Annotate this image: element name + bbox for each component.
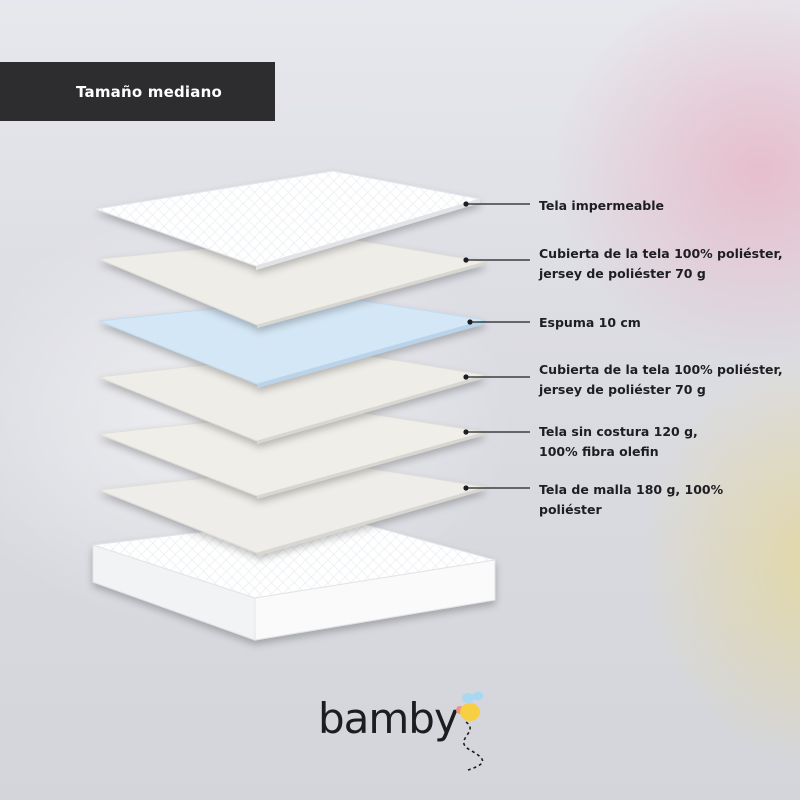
bamby-bee-logo-icon: [456, 691, 484, 771]
leader-dot-icon: [463, 257, 469, 263]
leader-dot-icon: [463, 485, 469, 491]
size-badge: Tamaño mediano: [0, 62, 275, 121]
bamby-logo: bamby: [318, 691, 498, 774]
layer-label-2: Cubierta de la tela 100% poliéster, jers…: [539, 246, 783, 281]
mattress-base: [92, 515, 496, 641]
leader-dot-icon: [463, 201, 469, 207]
leader-dot-icon: [467, 319, 473, 325]
layer-label-4: Cubierta de la tela 100% poliéster, jers…: [539, 362, 783, 397]
layer-label-1: Tela impermeable: [539, 198, 664, 213]
leader-dot-icon: [463, 429, 469, 435]
layer-label-6: Tela de malla 180 g, 100% poliéster: [539, 482, 724, 517]
leader-lines: [463, 201, 530, 491]
size-badge-label: Tamaño mediano: [76, 82, 222, 101]
layer-label-3: Espuma 10 cm: [539, 315, 641, 330]
leader-dot-icon: [463, 374, 469, 380]
brand-name: bamby: [318, 694, 459, 743]
layer-label-5: Tela sin costura 120 g, 100% fibra olefi…: [539, 424, 698, 459]
layer-waterproof-fabric: [95, 170, 481, 270]
